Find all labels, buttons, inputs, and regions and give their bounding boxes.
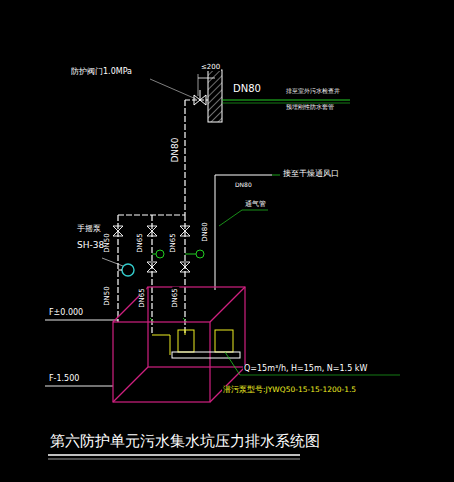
pipe-size-label: DN65 <box>172 287 179 309</box>
annotation-label: DN80 <box>232 84 262 95</box>
annotation-label: 通气管 <box>244 201 267 208</box>
annotation-label: DN80 <box>234 182 253 188</box>
diagram-title: 第六防护单元污水集水坑压力排水系统图 <box>50 432 320 451</box>
annotation-label: 潜污泵型号:JYWQ50-15-15-1200-1.5 <box>222 386 357 394</box>
annotation-label: 接至干燥通风口 <box>282 170 340 178</box>
annotation-label: F-1.500 <box>48 375 80 383</box>
annotation-label: SH-38 <box>76 241 105 250</box>
pipe-size-label: DN50 <box>104 232 111 254</box>
pipe-size-label: DN80 <box>202 221 209 243</box>
pipe-size-label: DN50 <box>104 285 111 307</box>
pipe-size-label: DN80 <box>171 136 180 163</box>
annotation-label: 防护阀门1.0MPa <box>70 68 133 76</box>
annotation-label: F±0.000 <box>48 309 84 317</box>
annotation-label: 预埋刚性防水套管 <box>285 104 335 110</box>
annotation-label: 手摇泵 <box>76 225 102 233</box>
pipe-size-label: DN65 <box>137 232 144 254</box>
pipe-size-label: DN65 <box>170 232 177 254</box>
pipe-size-label: DN65 <box>139 287 146 309</box>
annotation-label: ≤200 <box>200 64 221 71</box>
annotation-label: 排至室外污水检查井 <box>285 88 341 94</box>
annotation-label: Q=15m³/h, H=15m, N=1.5 kW <box>243 365 368 373</box>
